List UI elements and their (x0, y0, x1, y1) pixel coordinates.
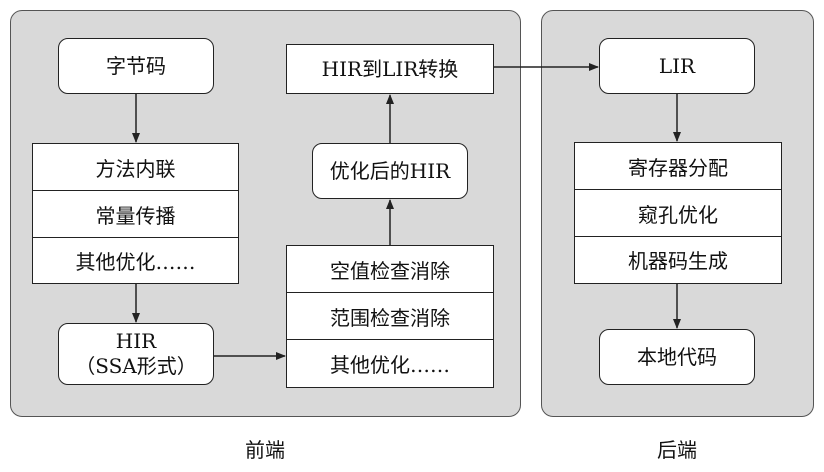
hir-ssa-box: HIR （SSA形式） (58, 323, 214, 385)
hir-ssa-line1: HIR (115, 329, 157, 353)
backend-opt-register-allocation: 寄存器分配 (575, 143, 781, 190)
frontend-caption: 前端 (245, 438, 285, 462)
hir-opt-method-inlining: 方法内联 (33, 144, 238, 191)
backend-caption: 后端 (657, 438, 697, 462)
lir-opt-range-check: 范围检查消除 (287, 293, 493, 340)
hir-opt-constant-propagation: 常量传播 (33, 191, 238, 238)
optimized-hir-box: 优化后的HIR (312, 143, 468, 199)
lir-opt-null-check: 空值检查消除 (287, 246, 493, 293)
hir-to-lir-box: HIR到LIR转换 (286, 44, 494, 94)
hir-to-lir-label: HIR到LIR转换 (321, 56, 459, 81)
native-code-box: 本地代码 (599, 329, 755, 385)
lir-box: LIR (599, 38, 755, 94)
bytecode-box: 字节码 (58, 38, 214, 94)
lir-optimizations-stack: 空值检查消除 范围检查消除 其他优化…… (286, 245, 494, 388)
backend-opt-codegen: 机器码生成 (628, 249, 728, 273)
backend-opt-peephole: 窥孔优化 (575, 190, 781, 237)
lir-label: LIR (658, 53, 696, 78)
native-code-label: 本地代码 (637, 344, 717, 369)
hir-ssa-line2: （SSA形式） (75, 354, 197, 378)
lir-opt-other: 其他优化…… (330, 352, 450, 377)
backend-optimizations-stack: 寄存器分配 窥孔优化 机器码生成 (574, 142, 782, 284)
optimized-hir-label: 优化后的HIR (329, 158, 451, 183)
hir-optimizations-stack: 方法内联 常量传播 其他优化…… (32, 143, 239, 284)
bytecode-label: 字节码 (106, 53, 166, 78)
hir-opt-other: 其他优化…… (75, 249, 196, 274)
